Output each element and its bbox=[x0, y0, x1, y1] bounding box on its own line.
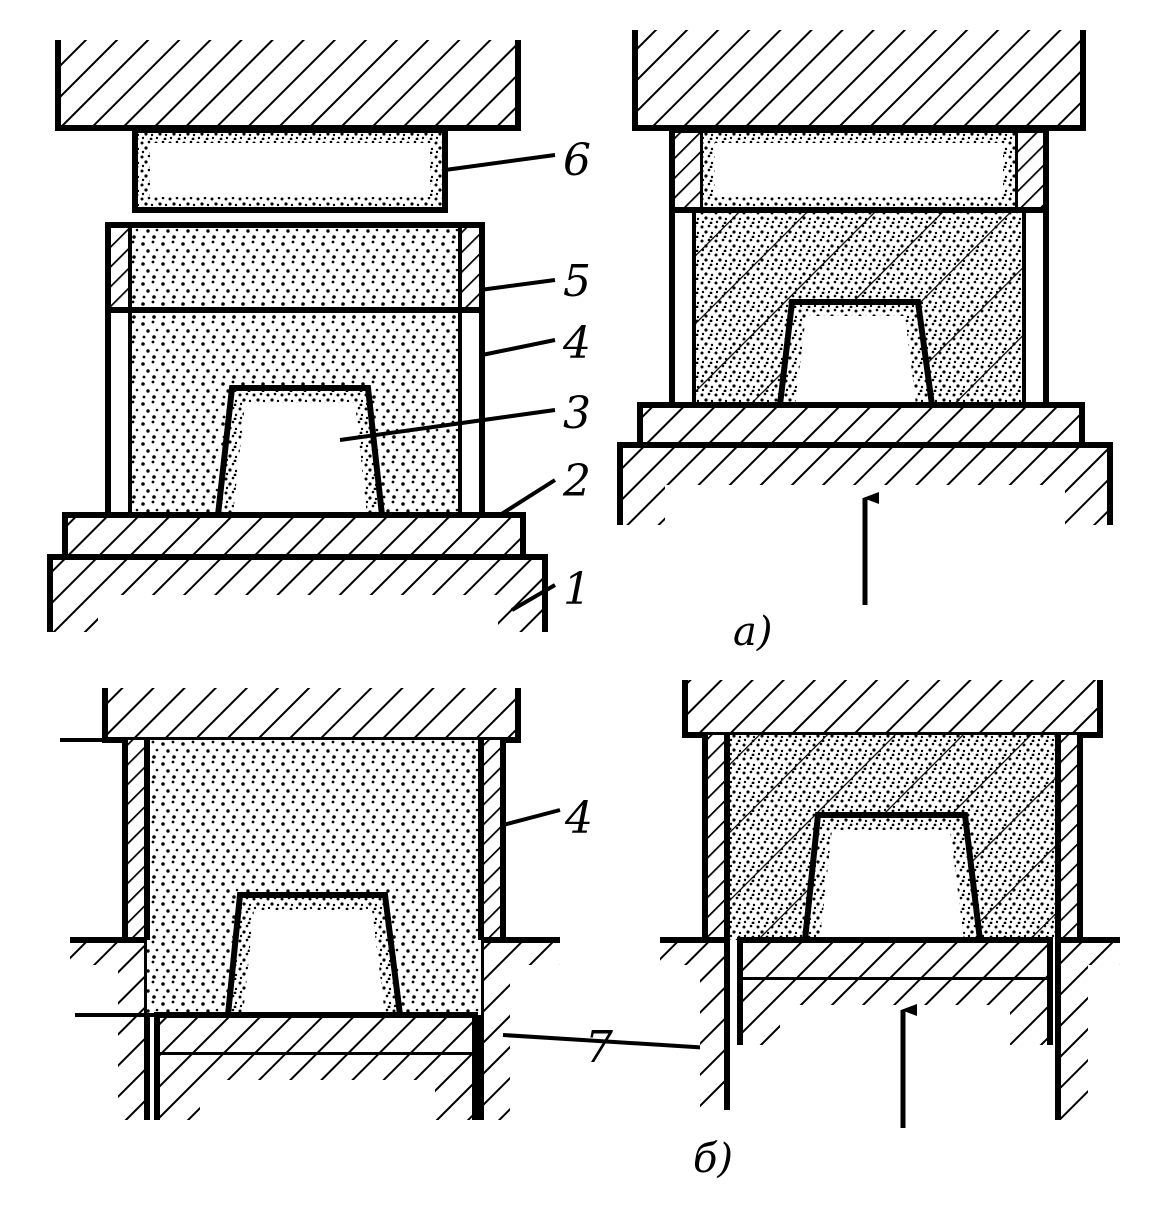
press-ram-top-4 bbox=[685, 680, 1100, 735]
label-6: 6 bbox=[563, 135, 591, 186]
pattern-plate-3 bbox=[157, 1015, 475, 1055]
leader-1 bbox=[510, 583, 557, 612]
label-2: 2 bbox=[562, 456, 591, 507]
leader-6 bbox=[444, 153, 556, 172]
leader-4b bbox=[502, 808, 561, 827]
label-7: 7 bbox=[585, 1022, 613, 1073]
leader-7 bbox=[502, 1033, 711, 1050]
panel-a-left: 6 5 4 3 2 1 bbox=[47, 40, 591, 635]
press-ram-top-3 bbox=[105, 688, 518, 740]
pattern-plate-4 bbox=[740, 940, 1050, 980]
leader-4a bbox=[481, 338, 556, 357]
label-4-top: 4 bbox=[562, 318, 591, 369]
label-3: 3 bbox=[563, 388, 591, 439]
leader-3 bbox=[339, 408, 556, 442]
label-1: 1 bbox=[563, 564, 591, 615]
panel-a-right: а) bbox=[617, 30, 1113, 655]
machine-table-3 bbox=[70, 940, 147, 1120]
press-ram-top-2 bbox=[635, 30, 1083, 128]
caption-a: а) bbox=[733, 609, 772, 655]
caption-b: б) bbox=[693, 1136, 733, 1182]
leader-5 bbox=[479, 278, 556, 292]
press-ram-top bbox=[58, 40, 518, 128]
pattern-plate bbox=[65, 515, 523, 557]
label-5: 5 bbox=[563, 256, 591, 307]
filling-frame bbox=[108, 225, 482, 310]
leader-2 bbox=[498, 478, 557, 517]
pattern-plate-2 bbox=[640, 405, 1082, 445]
panel-b-right: б) bbox=[660, 680, 1120, 1182]
label-4-bottom: 4 bbox=[564, 793, 593, 844]
panel-b-left: 4 7 bbox=[60, 688, 711, 1125]
